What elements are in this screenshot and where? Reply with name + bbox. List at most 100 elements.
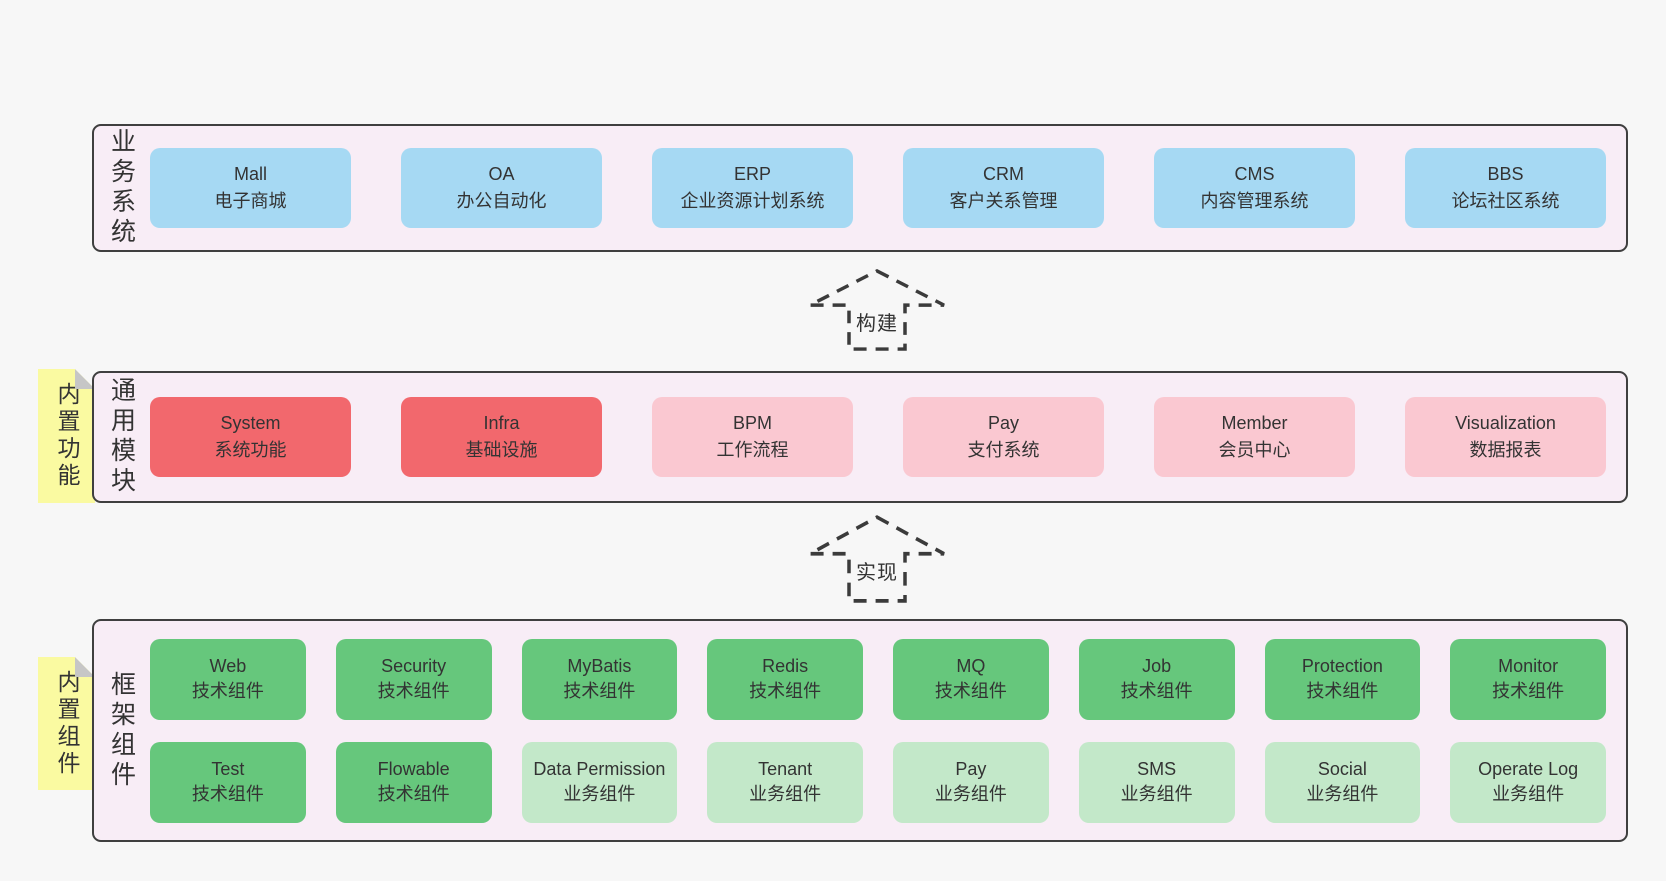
module-box-member: Member 会员中心 — [1154, 397, 1355, 477]
band-common-modules: 通用模块 System 系统功能 Infra 基础设施 BPM 工作流程 Pay… — [92, 371, 1628, 503]
box-desc: 基础设施 — [465, 440, 538, 460]
box-desc: 技术组件 — [563, 681, 636, 701]
box-name: MQ — [956, 656, 986, 676]
box-desc: 支付系统 — [967, 440, 1040, 460]
module-box-infra: Infra 基础设施 — [401, 397, 602, 477]
band-framework-components: 框架组件 Web 技术组件 Security 技术组件 MyBatis 技术组件… — [92, 619, 1628, 842]
box-name: Pay — [987, 413, 1020, 433]
box-name: Infra — [483, 413, 520, 433]
component-box-security: Security 技术组件 — [335, 638, 492, 720]
box-desc: 业务组件 — [934, 784, 1007, 804]
band-business-systems: 业务系统 Mall 电子商城 OA 办公自动化 ERP 企业资源计划系统 CRM… — [92, 124, 1628, 252]
box-name: Job — [1142, 656, 1172, 676]
module-box-visualization: Visualization 数据报表 — [1405, 397, 1606, 477]
box-name: Member — [1221, 413, 1288, 433]
box-name: OA — [488, 164, 515, 184]
box-name: Social — [1317, 759, 1367, 779]
box-name: CRM — [983, 164, 1024, 184]
box-name: System — [220, 413, 281, 433]
box-name: Pay — [955, 759, 987, 779]
module-box-bpm: BPM 工作流程 — [652, 397, 853, 477]
component-box-operate-log: Operate Log 业务组件 — [1450, 741, 1606, 823]
component-row-2: Test 技术组件 Flowable 技术组件 Data Permission … — [150, 741, 1606, 823]
box-desc: 系统功能 — [214, 440, 287, 460]
arrow-implement: 实现 — [807, 514, 947, 604]
box-desc: 业务组件 — [563, 784, 636, 804]
arrow-build: 构建 — [807, 268, 947, 352]
box-desc: 技术组件 — [1120, 681, 1193, 701]
sticky-note-builtin-components: 内置组件 — [38, 657, 95, 790]
box-name: Redis — [762, 656, 809, 676]
system-box-oa: OA 办公自动化 — [401, 148, 602, 228]
box-desc: 技术组件 — [191, 681, 264, 701]
system-box-crm: CRM 客户关系管理 — [903, 148, 1104, 228]
box-desc: 技术组件 — [934, 681, 1007, 701]
component-box-sms: SMS 业务组件 — [1078, 741, 1235, 823]
band-boxes: Mall 电子商城 OA 办公自动化 ERP 企业资源计划系统 CRM 客户关系… — [148, 126, 1626, 250]
system-box-cms: CMS 内容管理系统 — [1154, 148, 1355, 228]
box-desc: 业务组件 — [749, 784, 822, 804]
box-desc: 数据报表 — [1469, 440, 1542, 460]
box-name: Web — [209, 656, 247, 676]
dashed-up-arrow-icon — [809, 515, 945, 603]
component-box-flowable: Flowable 技术组件 — [335, 741, 492, 823]
box-desc: 技术组件 — [1306, 681, 1379, 701]
module-box-system: System 系统功能 — [150, 397, 351, 477]
box-name: CMS — [1234, 164, 1275, 184]
component-box-test: Test 技术组件 — [150, 741, 306, 823]
sticky-text: 内置功能 — [54, 382, 80, 490]
band-rows: Web 技术组件 Security 技术组件 MyBatis 技术组件 Redi… — [148, 621, 1626, 840]
box-name: Security — [381, 656, 447, 676]
module-box-pay: Pay 支付系统 — [903, 397, 1104, 477]
box-desc: 技术组件 — [377, 784, 450, 804]
box-name: Monitor — [1498, 656, 1559, 676]
box-desc: 客户关系管理 — [949, 191, 1058, 211]
box-desc: 会员中心 — [1218, 440, 1291, 460]
system-box-mall: Mall 电子商城 — [150, 148, 351, 228]
box-desc: 办公自动化 — [456, 191, 547, 211]
component-box-data-permission: Data Permission 业务组件 — [521, 741, 678, 823]
band-boxes: System 系统功能 Infra 基础设施 BPM 工作流程 Pay 支付系统… — [148, 373, 1626, 501]
box-desc: 技术组件 — [749, 681, 822, 701]
box-desc: 工作流程 — [716, 440, 789, 460]
component-box-redis: Redis 技术组件 — [707, 638, 863, 720]
box-name: Flowable — [377, 759, 450, 779]
box-desc: 企业资源计划系统 — [680, 191, 825, 211]
component-box-social: Social 业务组件 — [1264, 741, 1421, 823]
box-name: Data Permission — [533, 759, 666, 779]
box-desc: 技术组件 — [191, 784, 264, 804]
band-label-business-systems: 业务系统 — [107, 128, 136, 248]
box-desc: 技术组件 — [1492, 681, 1565, 701]
component-box-web: Web 技术组件 — [150, 638, 306, 720]
band-label-common-modules: 通用模块 — [107, 377, 136, 497]
box-name: Protection — [1301, 656, 1383, 676]
box-name: Tenant — [758, 759, 813, 779]
band-label-framework-components: 框架组件 — [107, 670, 136, 791]
dashed-up-arrow-icon — [809, 269, 945, 351]
box-desc: 论坛社区系统 — [1451, 191, 1560, 211]
box-name: BPM — [732, 413, 772, 433]
component-box-protection: Protection 技术组件 — [1264, 638, 1421, 720]
component-row-1: Web 技术组件 Security 技术组件 MyBatis 技术组件 Redi… — [150, 638, 1606, 720]
arrow-implement-label: 实现 — [853, 556, 901, 586]
box-name: BBS — [1487, 164, 1524, 184]
box-desc: 业务组件 — [1120, 784, 1193, 804]
system-box-bbs: BBS 论坛社区系统 — [1405, 148, 1606, 228]
component-box-mybatis: MyBatis 技术组件 — [521, 638, 678, 720]
box-name: ERP — [733, 164, 771, 184]
box-name: Visualization — [1455, 413, 1556, 433]
sticky-text: 内置组件 — [54, 669, 80, 778]
component-box-tenant: Tenant 业务组件 — [707, 741, 863, 823]
component-box-job: Job 技术组件 — [1078, 638, 1235, 720]
box-desc: 电子商城 — [214, 191, 287, 211]
box-desc: 业务组件 — [1306, 784, 1379, 804]
arrow-build-label: 构建 — [853, 307, 901, 337]
box-name: Test — [211, 759, 245, 779]
box-name: Operate Log — [1478, 759, 1579, 779]
box-name: MyBatis — [567, 656, 632, 676]
component-box-pay: Pay 业务组件 — [893, 741, 1049, 823]
box-name: SMS — [1137, 759, 1177, 779]
box-name: Mall — [233, 164, 267, 184]
sticky-note-builtin-features: 内置功能 — [38, 369, 95, 503]
